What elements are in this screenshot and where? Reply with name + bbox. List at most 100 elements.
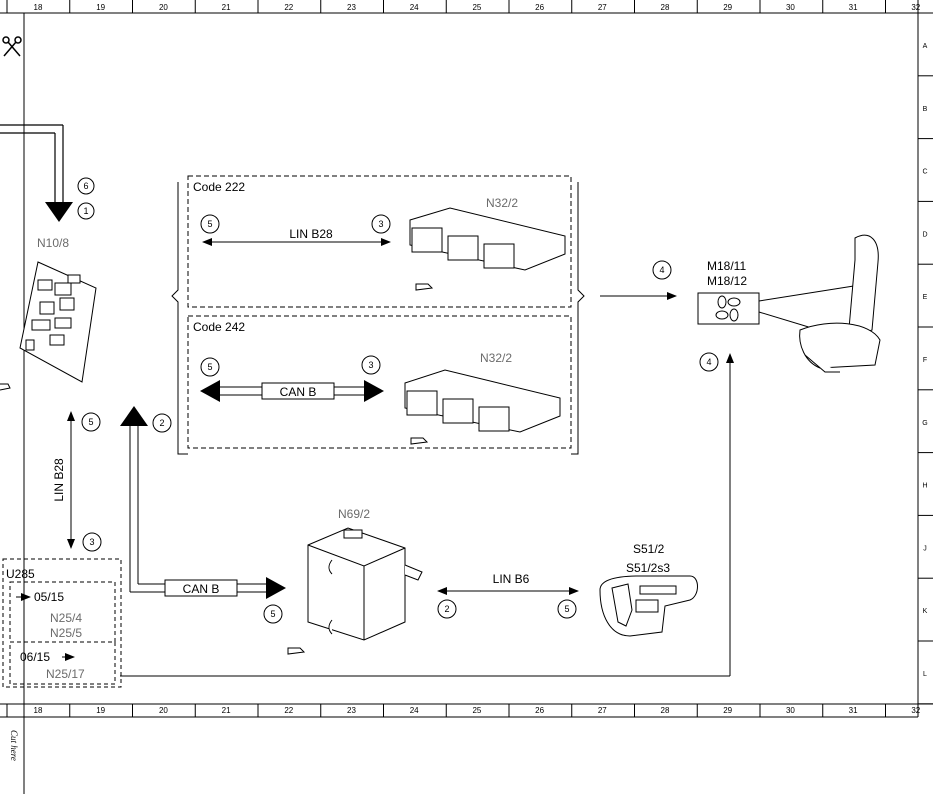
can-b-mid-arrow-right — [364, 380, 384, 402]
fan-icon — [715, 295, 741, 322]
svg-text:6: 6 — [83, 181, 88, 191]
column-number: 22 — [284, 706, 293, 715]
column-number: 21 — [222, 706, 231, 715]
column-number: 23 — [347, 706, 356, 715]
column-number: 20 — [159, 706, 168, 715]
svg-text:5: 5 — [564, 604, 569, 614]
row-letter: A — [923, 43, 928, 50]
code-242-box — [187, 315, 572, 449]
row-letter: E — [923, 294, 928, 301]
column-number: 27 — [598, 706, 607, 715]
from-0615-label: 06/15 — [20, 650, 50, 664]
hand-icon — [0, 383, 11, 391]
column-number: 18 — [34, 706, 43, 715]
scissors-icon — [2, 36, 22, 57]
column-number: 24 — [410, 3, 419, 12]
frame — [0, 0, 933, 718]
svg-text:5: 5 — [207, 362, 212, 372]
m18-11-label: M18/11 — [707, 259, 746, 273]
column-number: 32 — [911, 3, 920, 12]
column-number: 26 — [535, 3, 544, 12]
incoming-feed — [0, 124, 64, 202]
circle-lin6-right: 5 — [557, 599, 577, 619]
column-number: 25 — [472, 706, 481, 715]
n69-2-module — [307, 527, 423, 641]
circle-lin-left-bottom: 3 — [82, 532, 102, 552]
lin-b28-top-label: LIN B28 — [289, 227, 333, 241]
can-b-left-label: CAN B — [183, 582, 220, 596]
column-number: 27 — [598, 3, 607, 12]
u285-box — [2, 558, 122, 688]
can-b-mid-arrow-left — [200, 380, 220, 402]
hand-icon-n69 — [287, 647, 306, 655]
svg-text:4: 4 — [659, 265, 664, 275]
row-letter: D — [922, 231, 927, 238]
circle-can-left: 2 — [152, 413, 172, 433]
column-number: 19 — [96, 3, 105, 12]
n69-2-label: N69/2 — [338, 507, 370, 521]
row-letter: H — [922, 483, 927, 490]
n10-8-label: N10/8 — [37, 236, 69, 250]
code-bracket — [171, 182, 585, 455]
circle-222-left: 5 — [200, 214, 220, 234]
column-number: 29 — [723, 3, 732, 12]
s51-2-label: S51/2 — [633, 542, 665, 556]
can-b-left-box — [164, 579, 238, 597]
u285-inner-bottom — [9, 641, 116, 685]
svg-text:3: 3 — [368, 360, 373, 370]
circle-fan-top: 4 — [652, 260, 672, 280]
n10-8-module — [19, 261, 97, 383]
circle-6: 6 — [77, 177, 95, 195]
hand-icon-242 — [410, 437, 429, 445]
n25-5-label: N25/5 — [50, 626, 82, 640]
n32-2-top-label: N32/2 — [486, 196, 518, 210]
column-number: 29 — [723, 706, 732, 715]
can-b-left-arrow-right — [266, 577, 286, 599]
column-number: 22 — [284, 3, 293, 12]
svg-text:2: 2 — [159, 418, 164, 428]
circle-242-left: 5 — [200, 357, 220, 377]
feed-arrow-down — [45, 202, 73, 222]
column-number: 26 — [535, 706, 544, 715]
row-letter: L — [923, 671, 927, 678]
column-number: 20 — [159, 3, 168, 12]
can-b-left-line — [129, 426, 266, 593]
hand-icon-222 — [415, 283, 434, 291]
column-number: 32 — [911, 706, 920, 715]
from-0515-label: 05/15 — [34, 590, 64, 604]
svg-text:5: 5 — [88, 417, 93, 427]
row-letter: J — [923, 545, 927, 552]
column-number: 31 — [849, 706, 858, 715]
fan-box — [697, 292, 760, 325]
seat-icon — [799, 234, 881, 373]
column-number: 21 — [222, 3, 231, 12]
svg-text:2: 2 — [444, 604, 449, 614]
column-number: 31 — [849, 3, 858, 12]
n32-2-bottom-label: N32/2 — [480, 351, 512, 365]
cut-here-label: Cut here — [9, 730, 19, 761]
seat-link-1 — [758, 284, 861, 302]
column-ticks: 1818191920202121222223232424252526262727… — [6, 0, 921, 717]
n32-2-top-module — [409, 207, 566, 271]
row-letter: B — [923, 106, 928, 113]
column-number: 28 — [661, 706, 670, 715]
column-number: 23 — [347, 3, 356, 12]
row-letter: G — [922, 420, 927, 427]
n25-4-label: N25/4 — [50, 611, 82, 625]
row-letter: K — [923, 608, 928, 615]
s51-2-switch — [599, 575, 698, 637]
row-letter: F — [923, 357, 927, 364]
column-number: 25 — [472, 3, 481, 12]
svg-text:5: 5 — [207, 219, 212, 229]
can-b-mid-box — [261, 382, 335, 400]
column-number: 30 — [786, 3, 795, 12]
code-222-box — [187, 175, 572, 308]
svg-text:3: 3 — [89, 537, 94, 547]
can-b-mid-line — [218, 386, 366, 396]
n25-17-label: N25/17 — [46, 667, 85, 681]
m18-12-label: M18/12 — [707, 274, 747, 288]
circle-lin-left-top: 5 — [81, 412, 101, 432]
svg-text:3: 3 — [378, 219, 383, 229]
